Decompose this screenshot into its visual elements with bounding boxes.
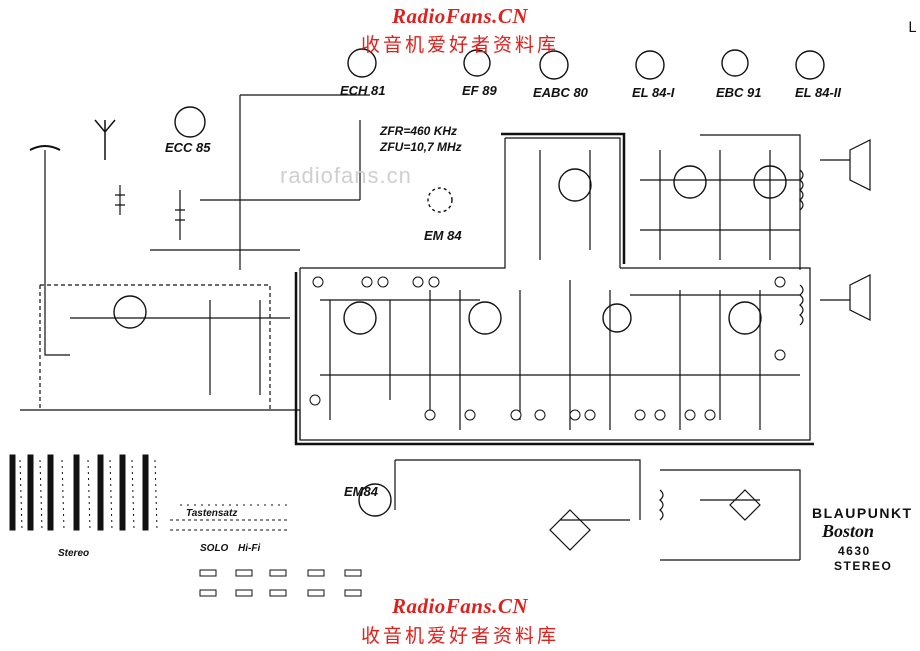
brand-name: BLAUPUNKT bbox=[812, 505, 913, 521]
test-points bbox=[309, 276, 786, 421]
switch-label-hifi: Hi-Fi bbox=[238, 543, 261, 554]
switch-bank bbox=[9, 454, 290, 531]
model-script: Boston bbox=[822, 521, 875, 541]
tube-label-ebc91: EBC 91 bbox=[716, 85, 762, 100]
if-frequency-fm: ZFU=10,7 MHz bbox=[380, 140, 462, 154]
switch-label-solo: SOLO bbox=[200, 543, 229, 554]
watermark-chinese-bottom: 收音机爱好者资料库 bbox=[360, 625, 559, 647]
tube-label-ef89: EF 89 bbox=[462, 83, 497, 98]
corner-mark: L bbox=[908, 20, 916, 36]
tube-label-eabc80: EABC 80 bbox=[533, 85, 588, 100]
if-frequency-am: ZFR=460 KHz bbox=[380, 124, 458, 138]
model-number: 4630 bbox=[838, 544, 871, 558]
watermark-center: radiofans.cn bbox=[280, 163, 412, 188]
vacuum-tubes bbox=[113, 48, 825, 517]
watermark-site-top: RadioFans.CN bbox=[391, 4, 529, 28]
tube-label-ech81: ECH 81 bbox=[340, 83, 386, 98]
tube-label-el84-2: EL 84-II bbox=[795, 85, 842, 100]
watermark-site-bottom: RadioFans.CN bbox=[391, 594, 529, 618]
schematic-wiring bbox=[20, 94, 871, 561]
tube-label-em84-top: EM 84 bbox=[424, 228, 462, 243]
tube-label-el84-1: EL 84-I bbox=[632, 85, 675, 100]
tube-label-em84-bottom: EM84 bbox=[344, 484, 378, 499]
watermark-chinese-top: 收音机爱好者资料库 bbox=[360, 34, 559, 56]
switch-label-tastensatz: Tastensatz bbox=[186, 508, 238, 519]
model-edition: STEREO bbox=[834, 559, 893, 573]
switch-label-stereo: Stereo bbox=[58, 548, 90, 559]
tube-label-ecc85: ECC 85 bbox=[165, 140, 211, 155]
component-legend bbox=[199, 569, 362, 597]
